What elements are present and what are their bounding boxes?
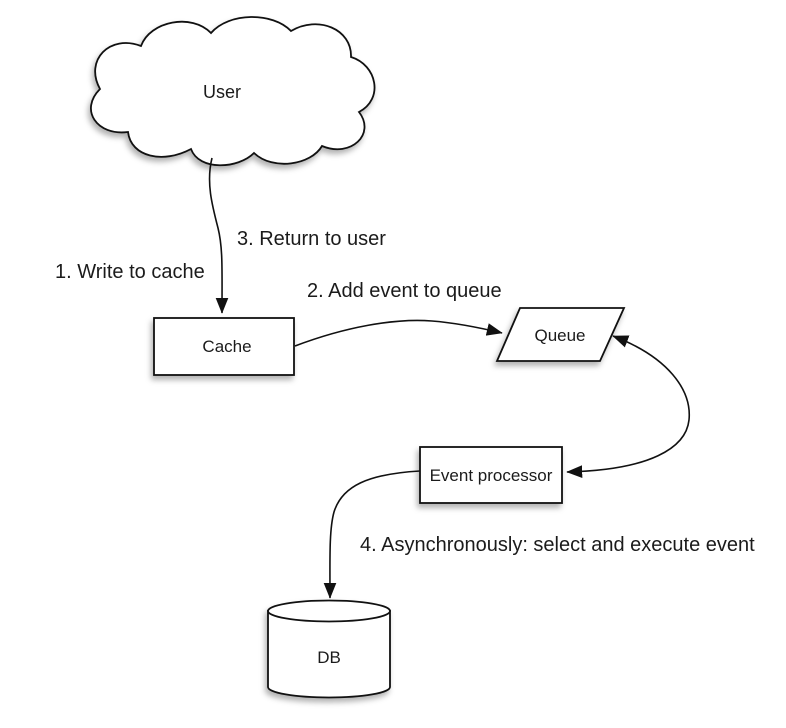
- step4-asynchronously-label: 4. Asynchronously: select and execute ev…: [360, 534, 755, 556]
- queue-label: Queue: [534, 326, 585, 345]
- arrow-queue-event-processor-double: [566, 335, 690, 479]
- arrow-cache-to-queue: [294, 319, 503, 347]
- user-label: User: [203, 82, 241, 102]
- arrow-user-to-cache: [208, 157, 229, 314]
- arrow-event-processor-to-db: [323, 470, 421, 599]
- cache-rectangle: [153, 317, 295, 376]
- db-cylinder-top: [267, 599, 391, 623]
- event-processor-node: [419, 446, 563, 504]
- event-processor-rectangle: [419, 446, 563, 504]
- cache-node: [153, 317, 295, 376]
- db-label: DB: [317, 648, 341, 667]
- event-processor-label: Event processor: [430, 466, 553, 485]
- step1-write-to-cache-label: 1. Write to cache: [55, 261, 205, 283]
- labels: User Cache Queue Event processor DB 1. W…: [55, 82, 755, 667]
- cache-label: Cache: [202, 337, 251, 356]
- step2-add-event-to-queue-label: 2. Add event to queue: [307, 280, 502, 302]
- user-cloud-node: [90, 16, 376, 167]
- cloud-shape: [90, 16, 376, 167]
- step3-return-to-user-label: 3. Return to user: [237, 228, 386, 250]
- edges: [208, 157, 690, 599]
- db-node: [267, 599, 391, 699]
- db-cylinder-body: [267, 610, 391, 699]
